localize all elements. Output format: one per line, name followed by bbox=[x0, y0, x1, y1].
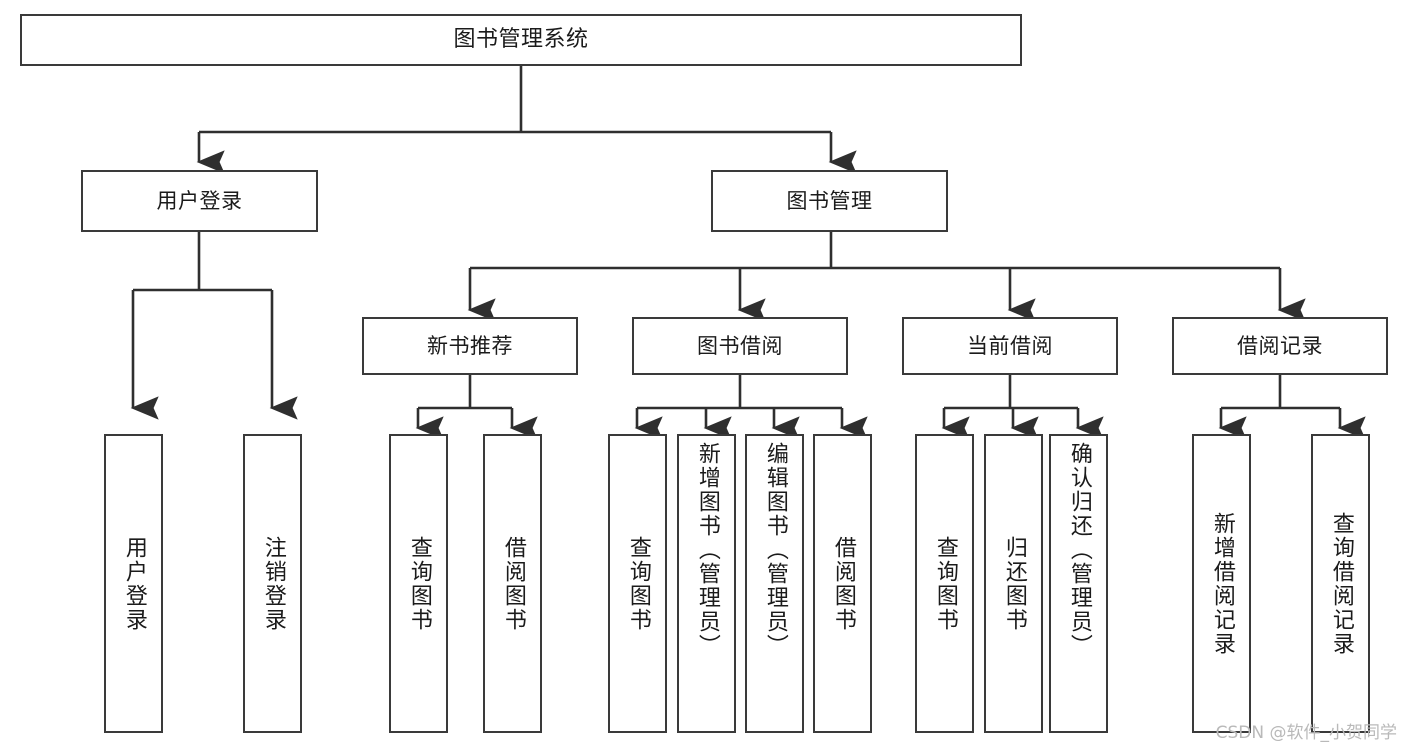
node-user-login-label: 用户登录 bbox=[156, 188, 243, 213]
node-borrow-record[interactable]: 借阅记录 bbox=[1172, 317, 1388, 375]
node-book-management-label: 图书管理 bbox=[786, 188, 873, 213]
node-current-borrow[interactable]: 当前借阅 bbox=[902, 317, 1118, 375]
node-book-management[interactable]: 图书管理 bbox=[711, 170, 948, 232]
node-new-book-recommend[interactable]: 新书推荐 bbox=[362, 317, 578, 375]
leaf-user-login-logout[interactable]: 注销登录 bbox=[243, 434, 302, 733]
leaf-book-borrow-add[interactable]: 新增图书（管理员） bbox=[677, 434, 736, 733]
leaf-book-borrow-edit[interactable]: 编辑图书（管理员） bbox=[745, 434, 804, 733]
node-root[interactable]: 图书管理系统 bbox=[20, 14, 1022, 66]
leaf-new-book-query[interactable]: 查询图书 bbox=[389, 434, 448, 733]
leaf-user-login-login[interactable]: 用户登录 bbox=[104, 434, 163, 733]
node-root-label: 图书管理系统 bbox=[453, 27, 589, 53]
leaf-new-book-borrow[interactable]: 借阅图书 bbox=[483, 434, 542, 733]
leaf-label: 借阅图书 bbox=[830, 535, 856, 632]
leaf-label: 查询图书 bbox=[625, 535, 651, 632]
leaf-label: 编辑图书（管理员） bbox=[762, 442, 788, 658]
node-borrow-record-label: 借阅记录 bbox=[1237, 333, 1323, 358]
leaf-label: 查询借阅记录 bbox=[1328, 511, 1354, 656]
leaf-current-borrow-query[interactable]: 查询图书 bbox=[915, 434, 974, 733]
leaf-label: 查询图书 bbox=[406, 535, 432, 632]
leaf-label: 借阅图书 bbox=[500, 535, 526, 632]
leaf-current-borrow-confirm[interactable]: 确认归还（管理员） bbox=[1049, 434, 1108, 733]
watermark: CSDN @软件_小贺同学 bbox=[1215, 723, 1397, 743]
leaf-label: 注销登录 bbox=[260, 535, 286, 632]
leaf-borrow-record-add[interactable]: 新增借阅记录 bbox=[1192, 434, 1251, 733]
leaf-label: 确认归还（管理员） bbox=[1066, 442, 1092, 658]
leaf-book-borrow-query[interactable]: 查询图书 bbox=[608, 434, 667, 733]
leaf-label: 新增借阅记录 bbox=[1209, 511, 1235, 656]
node-current-borrow-label: 当前借阅 bbox=[967, 333, 1053, 358]
node-book-borrow-label: 图书借阅 bbox=[697, 333, 783, 358]
leaf-label: 新增图书（管理员） bbox=[694, 442, 720, 658]
leaf-label: 用户登录 bbox=[121, 535, 147, 632]
node-book-borrow[interactable]: 图书借阅 bbox=[632, 317, 848, 375]
leaf-borrow-record-query[interactable]: 查询借阅记录 bbox=[1311, 434, 1370, 733]
node-new-book-recommend-label: 新书推荐 bbox=[427, 333, 513, 358]
node-user-login[interactable]: 用户登录 bbox=[81, 170, 318, 232]
leaf-label: 查询图书 bbox=[932, 535, 958, 632]
leaf-current-borrow-return[interactable]: 归还图书 bbox=[984, 434, 1043, 733]
leaf-label: 归还图书 bbox=[1001, 535, 1027, 632]
leaf-book-borrow-borrow[interactable]: 借阅图书 bbox=[813, 434, 872, 733]
